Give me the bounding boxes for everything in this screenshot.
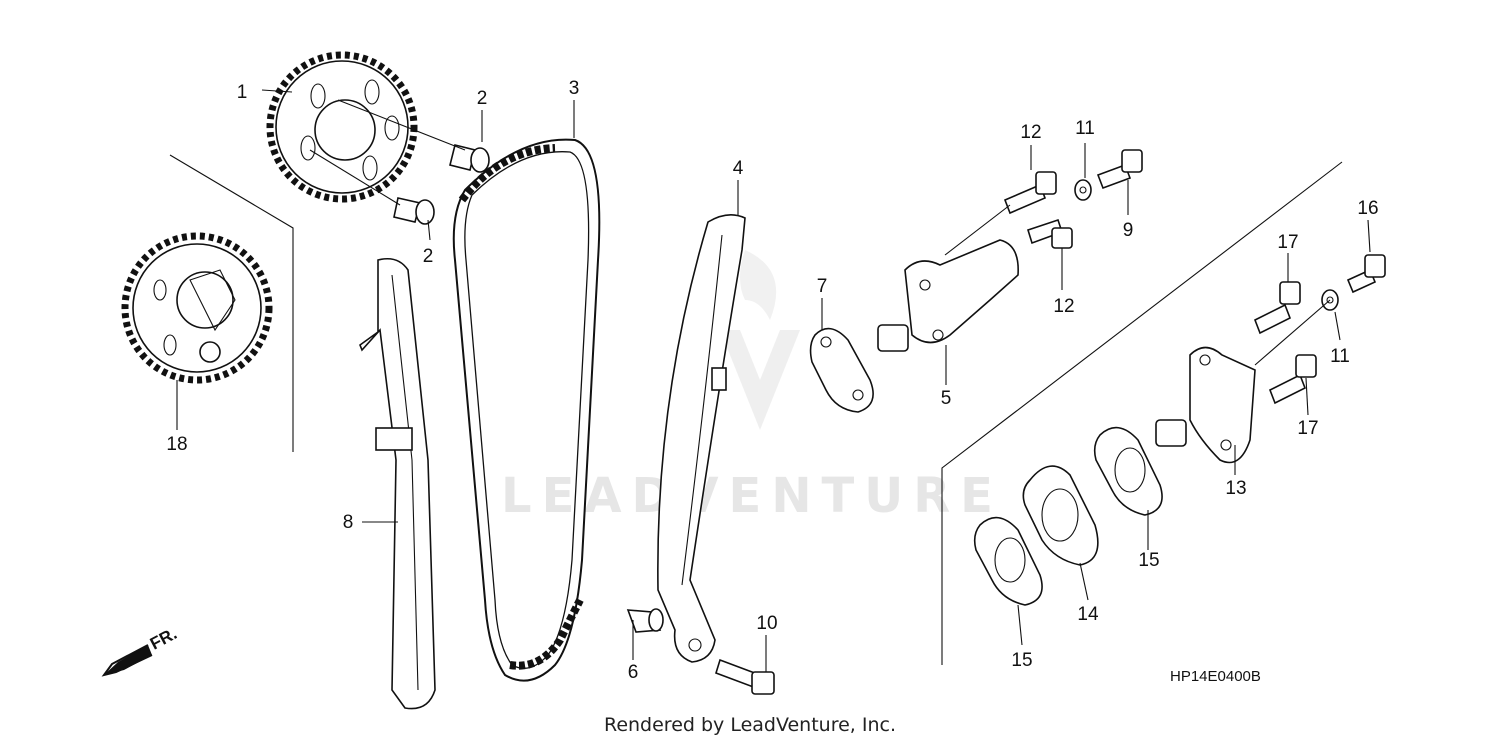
callout-1: 1: [237, 82, 248, 103]
callout-9: 9: [1123, 220, 1134, 241]
callout-3: 3: [569, 78, 580, 99]
washer-and-bolt-upper: [1074, 149, 1143, 201]
cam-sprocket-bolts: [393, 144, 490, 225]
callout-10: 10: [756, 613, 777, 634]
watermark: LEADVENTURE: [501, 250, 1003, 524]
callout-6: 6: [628, 662, 639, 683]
callout-14: 14: [1077, 604, 1099, 625]
front-direction-marker: FR.: [101, 624, 180, 677]
front-marker-label: FR.: [147, 624, 180, 654]
tensioner-gasket: [809, 327, 874, 413]
tensioner-lifter: [877, 239, 1019, 352]
callout-5: 5: [941, 388, 952, 409]
callout-13: 13: [1225, 478, 1246, 499]
callouts: 1 2 2 3 4 5 6 7 8 9 10 11 11 12 12 13 14…: [166, 78, 1378, 683]
callout-2a: 2: [477, 88, 488, 109]
chain-tensioner-slipper: [657, 214, 746, 663]
reference-code: HP14E0400B: [1170, 668, 1261, 685]
callout-12b: 12: [1053, 296, 1074, 317]
callout-15a: 15: [1138, 550, 1159, 571]
cam-sprocket: [266, 51, 418, 203]
pivot-bolt: [715, 658, 775, 695]
tensioner-assembly-lower: [1155, 346, 1256, 464]
lower-fasteners: [1253, 254, 1386, 405]
callout-11b: 11: [1330, 346, 1350, 367]
divider-lines: [169, 154, 1343, 665]
decompressor-sprocket: [121, 232, 273, 384]
callout-4: 4: [733, 158, 744, 179]
lower-gaskets: [973, 426, 1163, 606]
callout-7: 7: [817, 276, 828, 297]
callout-15b: 15: [1011, 650, 1032, 671]
footer-credit: Rendered by LeadVenture, Inc.: [603, 714, 897, 736]
callout-17b: 17: [1297, 418, 1318, 439]
callout-16: 16: [1357, 198, 1378, 219]
callout-2b: 2: [423, 246, 434, 267]
callout-17a: 17: [1277, 232, 1298, 253]
lifter-bolts: [1003, 171, 1073, 249]
chain-guide: [359, 257, 436, 710]
callout-8: 8: [343, 512, 354, 533]
watermark-text: LEADVENTURE: [501, 468, 1003, 524]
pivot-collar: [626, 608, 664, 633]
callout-12a: 12: [1020, 122, 1041, 143]
callout-11a: 11: [1075, 118, 1095, 139]
cam-chain: [452, 138, 601, 682]
callout-18: 18: [166, 434, 187, 455]
leader-lines: [176, 89, 1371, 672]
